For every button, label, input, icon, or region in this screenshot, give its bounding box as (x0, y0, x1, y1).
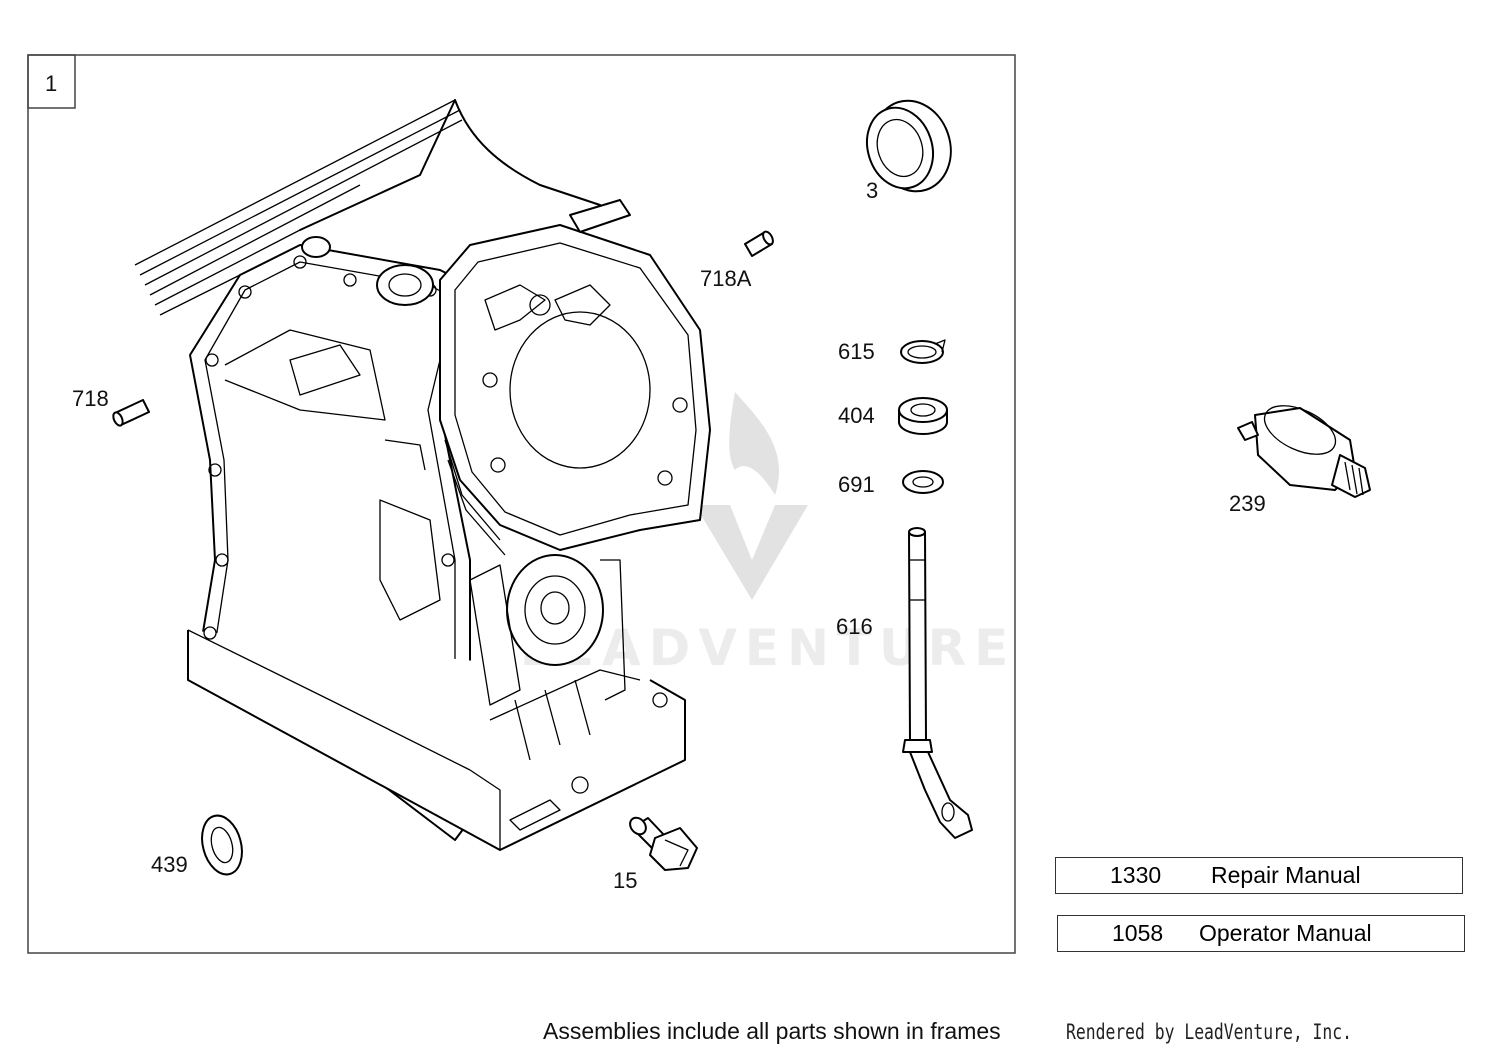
drain-plug-part[interactable] (627, 815, 698, 871)
manual-label: Repair Manual (1211, 862, 1361, 888)
oil-seal-part[interactable] (857, 91, 962, 202)
manual-row-operator[interactable]: 1058 Operator Manual (1057, 915, 1465, 952)
manual-row-repair[interactable]: 1330 Repair Manual (1055, 857, 1463, 894)
callout-718: 718 (72, 386, 109, 411)
manual-number: 1058 (1112, 920, 1164, 946)
callout-239: 239 (1229, 491, 1266, 516)
watermark-logo: LEADVENTURE (520, 392, 1016, 677)
spacer-part[interactable] (898, 397, 948, 435)
callout-616: 616 (836, 614, 873, 639)
crankcase-block[interactable] (134, 99, 711, 851)
callout-404: 404 (838, 403, 875, 428)
callout-3: 3 (866, 178, 878, 203)
frame-number: 1 (45, 71, 57, 96)
callout-718a: 718A (700, 266, 752, 291)
oil-pressure-switch-part[interactable] (1237, 396, 1371, 498)
watermark-text: LEADVENTURE (520, 619, 1016, 677)
rendered-by-credit: Rendered by LeadVenture, Inc. (1066, 1020, 1352, 1044)
assemblies-note: Assemblies include all parts shown in fr… (543, 1018, 1001, 1044)
washer-part-691[interactable] (902, 470, 944, 494)
dowel-pin-718[interactable] (111, 399, 150, 427)
callout-691: 691 (838, 472, 875, 497)
washer-part-439[interactable] (196, 811, 248, 879)
manual-label: Operator Manual (1199, 920, 1372, 946)
callout-15: 15 (613, 868, 637, 893)
assembly-frame (27, 54, 1016, 954)
callout-439: 439 (151, 852, 188, 877)
manual-number: 1330 (1110, 862, 1162, 888)
frame-number-box (27, 54, 76, 109)
callout-615: 615 (838, 339, 875, 364)
dowel-pin-718a[interactable] (744, 230, 775, 257)
dipstick-tube-part[interactable] (902, 527, 973, 839)
retaining-ring-part[interactable] (900, 339, 946, 364)
